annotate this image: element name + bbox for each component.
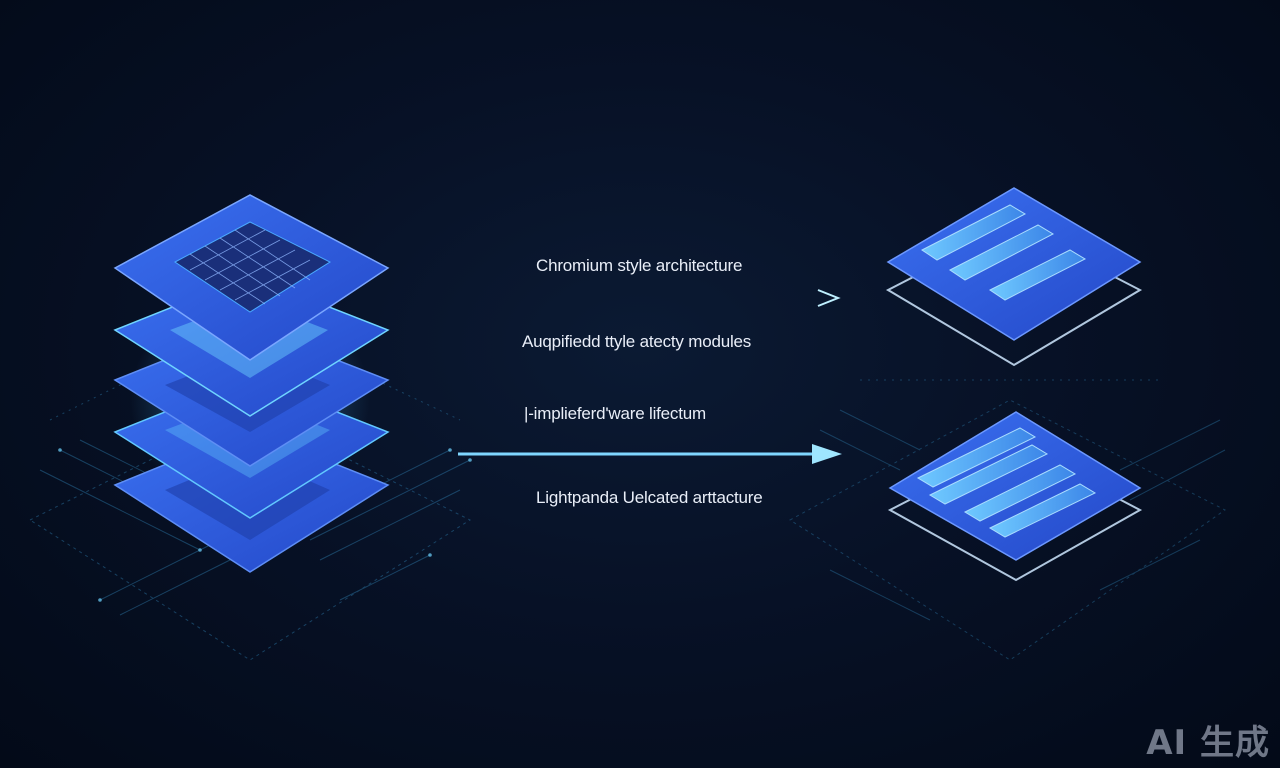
right-arrow-icon — [462, 289, 841, 307]
label-modules: Auqpifiedd ttyle atecty modules — [522, 332, 752, 351]
module-board-icon-lower — [887, 411, 1143, 582]
label-chromium-architecture: Chromium style architecture — [536, 256, 743, 275]
left-grid-dots — [58, 448, 472, 602]
label-lightpanda-architecture: Lightpanda Uelcated arttacture — [536, 488, 763, 507]
right-arrow-icon-lower — [458, 444, 842, 464]
watermark: AI 生成 — [1146, 723, 1270, 763]
module-board-icon — [885, 187, 1143, 367]
right-circuit-grid — [789, 379, 1226, 661]
label-lifecycle: |-implieferd'ware lifectum — [524, 404, 706, 423]
stacked-chip-icon — [113, 194, 390, 573]
